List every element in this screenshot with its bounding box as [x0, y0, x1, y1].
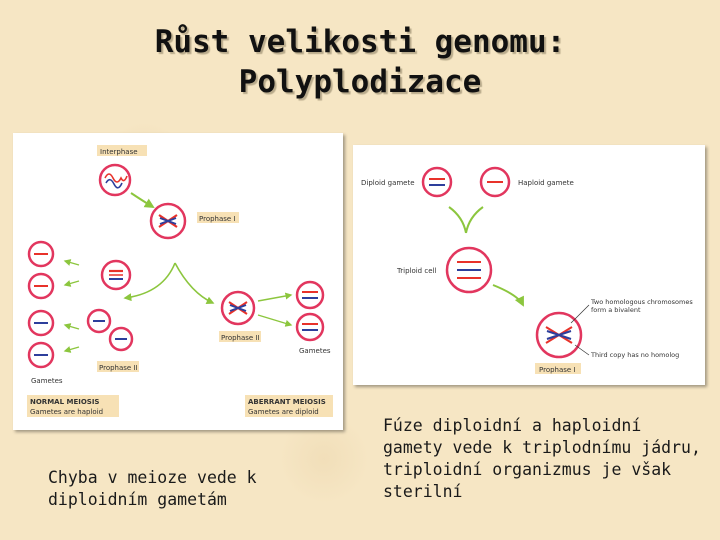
caption-right: Fúze diploidní a haploidní gamety vede k…	[383, 415, 703, 503]
meiosis-diagram: Interphase Prophase I	[13, 133, 343, 430]
arrow	[131, 193, 153, 207]
label-prophase-2-right: Prophase II	[221, 334, 260, 342]
label-gametes-right: Gametes	[299, 347, 331, 355]
title-line-1: Růst velikosti genomu:	[0, 22, 720, 62]
label-gametes-left: Gametes	[31, 377, 63, 385]
arrow	[449, 207, 466, 233]
slide-title: Růst velikosti genomu: Polyplodizace	[0, 22, 720, 102]
arrow	[493, 285, 523, 305]
gamete-left-3	[29, 311, 53, 335]
label-diploid-gamete: Diploid gamete	[361, 179, 415, 187]
label-aberrant-meiosis: ABERRANT MEIOSIS	[248, 398, 326, 406]
caption-left: Chyba v meioze vede k diploidním gametám	[48, 467, 338, 511]
prophase2-cell-left-top	[88, 310, 110, 332]
label-prophase-2-left: Prophase II	[99, 364, 138, 372]
label-interphase: Interphase	[100, 148, 138, 156]
gamete-right-1	[297, 282, 323, 308]
prophase2-cell-left-bottom	[110, 328, 132, 350]
gamete-left-4	[29, 343, 53, 367]
label-normal-meiosis: NORMAL MEIOSIS	[30, 398, 99, 406]
triploid-cell	[447, 248, 491, 292]
title-line-2: Polyplodizace	[0, 62, 720, 102]
aberrant-cell	[222, 292, 254, 324]
gamete-left-1	[29, 242, 53, 266]
gamete-right-2	[297, 314, 323, 340]
label-haploid-gamete: Haploid gamete	[518, 179, 574, 187]
gamete-left-2	[29, 274, 53, 298]
label-normal-sub: Gametes are haploid	[30, 408, 103, 416]
arrow	[175, 263, 213, 303]
label-aberrant-sub: Gametes are diploid	[248, 408, 319, 416]
label-bivalent-2: form a bivalent	[591, 306, 641, 314]
label-prophase-1-right: Prophase I	[539, 366, 576, 374]
interphase-cell	[100, 165, 130, 195]
label-triploid-cell: Triploid cell	[396, 267, 436, 275]
diploid-gamete-cell	[423, 168, 451, 196]
label-third-copy: Third copy has no homolog	[590, 351, 679, 359]
prophase1-cell	[151, 204, 185, 238]
haploid-gamete-cell	[481, 168, 509, 196]
triploid-diagram: Diploid gamete Haploid gamete Triploid c…	[353, 145, 705, 385]
arrow	[466, 207, 483, 233]
meiosis1-cell	[102, 261, 130, 289]
triploid-figure: Diploid gamete Haploid gamete Triploid c…	[353, 145, 705, 385]
label-prophase-1: Prophase I	[199, 215, 236, 223]
arrow	[125, 263, 175, 298]
meiosis-figure: Interphase Prophase I	[13, 133, 343, 430]
label-bivalent-1: Two homologous chromosomes	[590, 298, 693, 306]
